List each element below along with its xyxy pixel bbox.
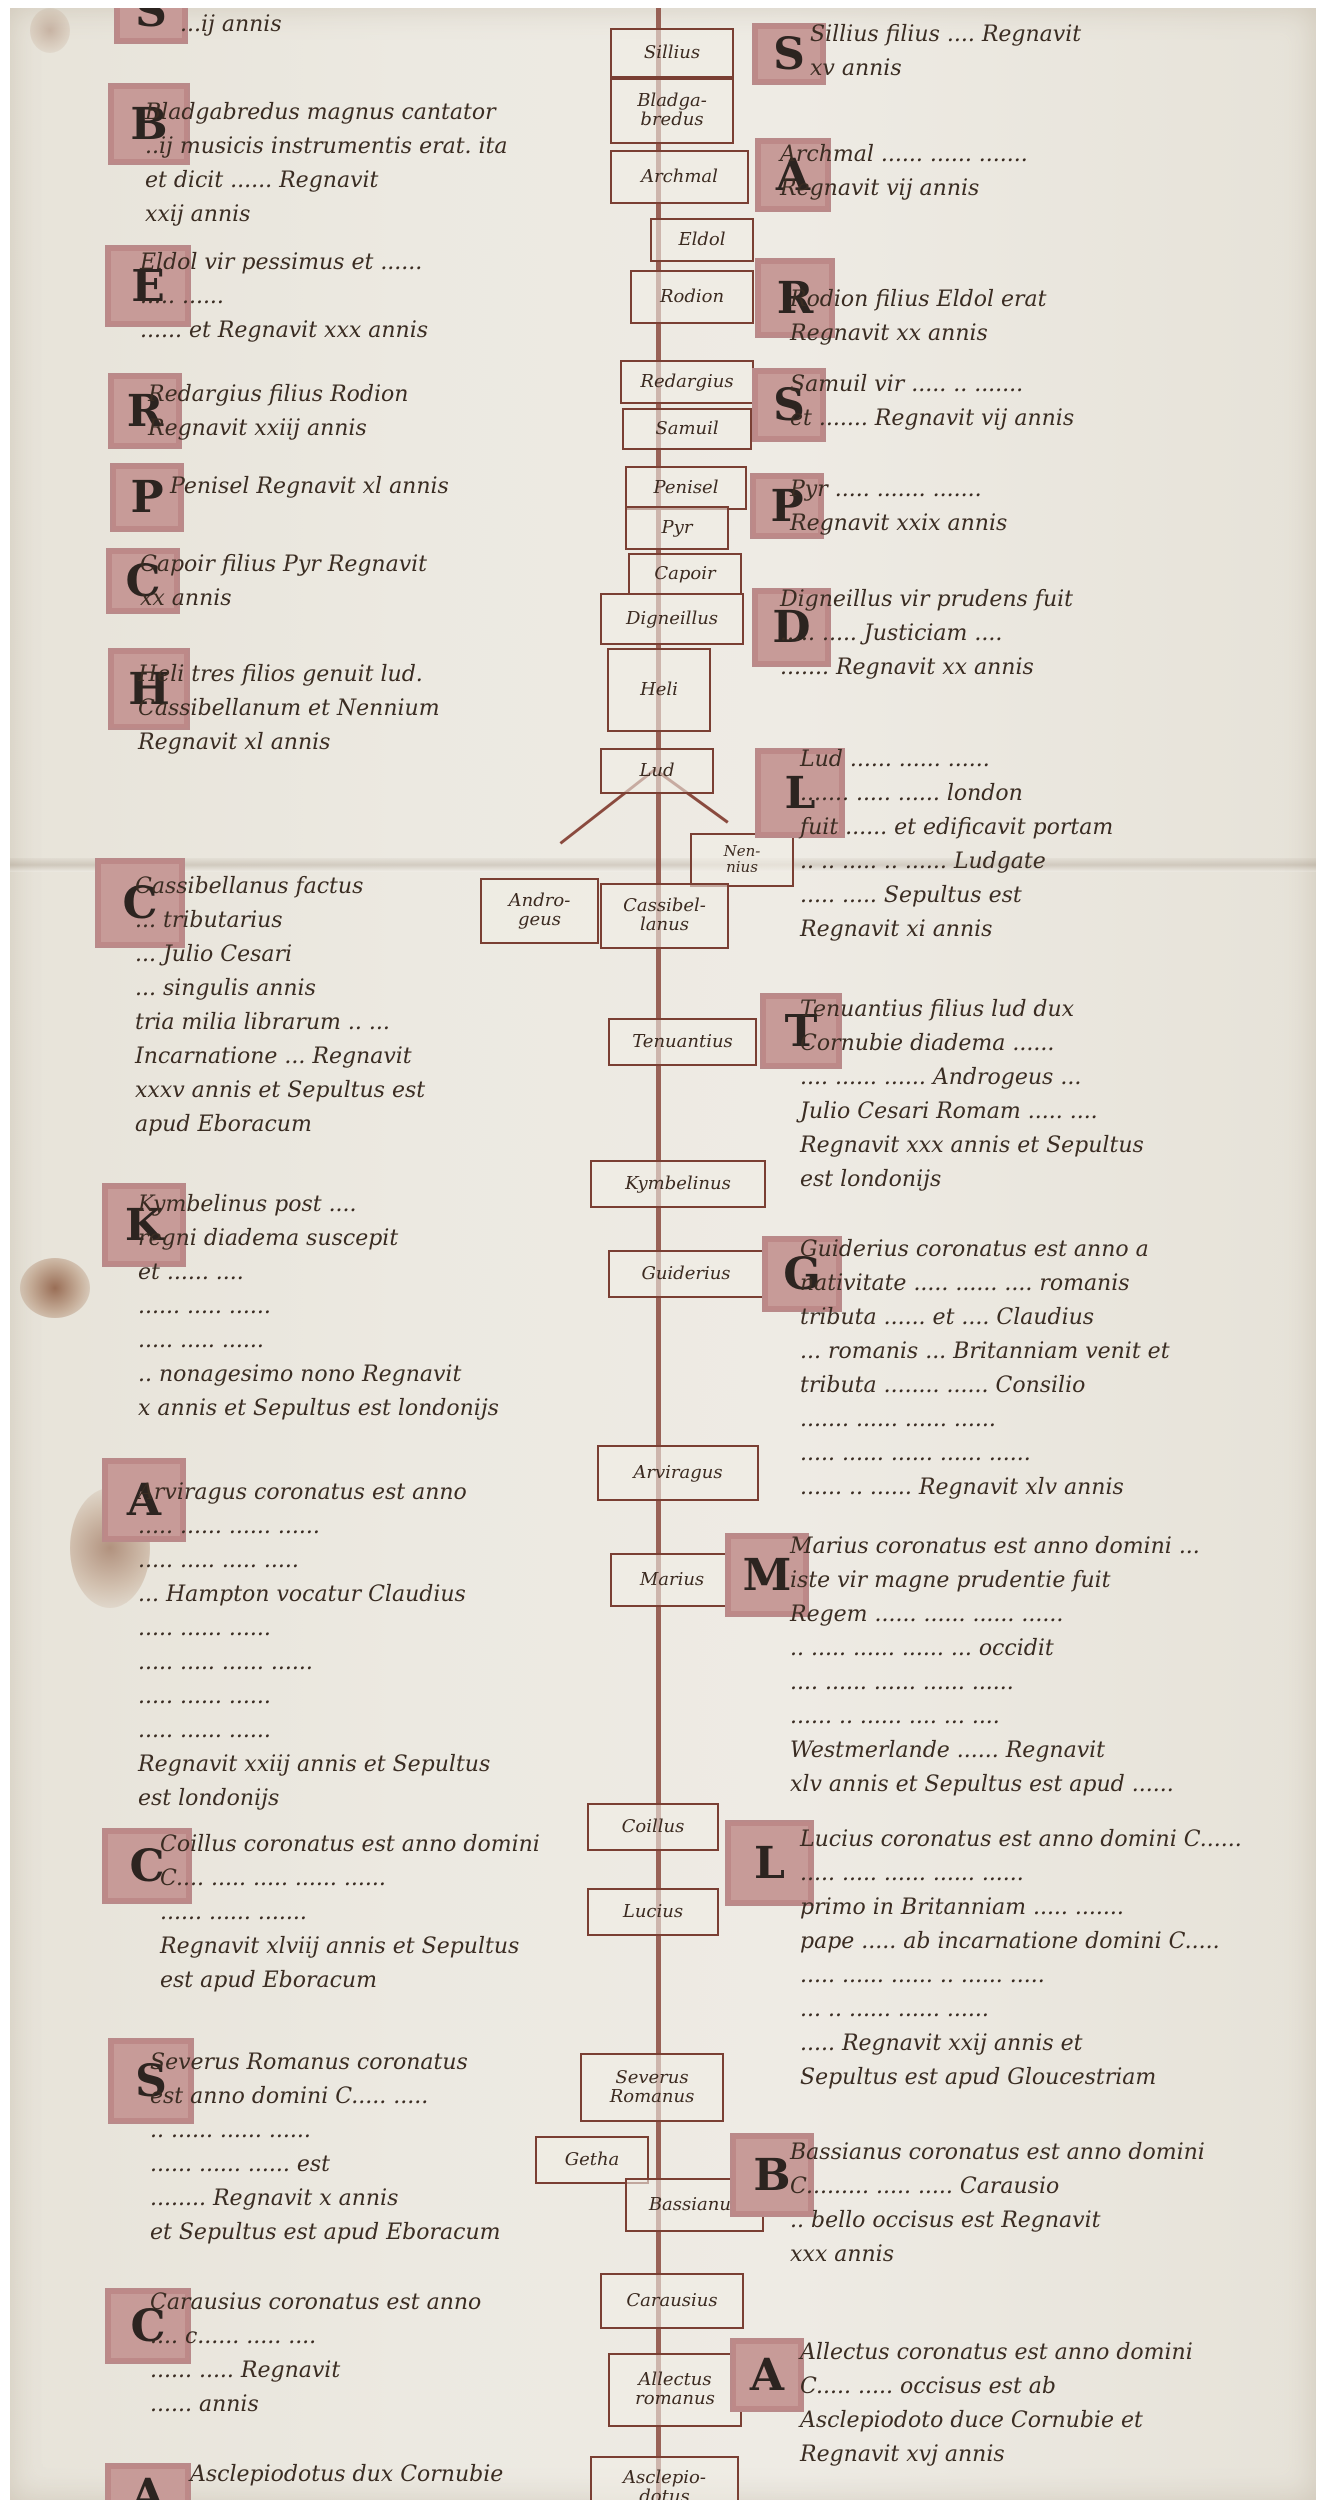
initial-letter: A — [105, 2463, 191, 2500]
chronicle-entry-left: Penisel Regnavit xl annis — [170, 474, 449, 499]
chronicle-entry-left: Redargius filius Rodion Regnavit xxiij a… — [148, 382, 409, 441]
name-box-coillus: Coillus — [587, 1803, 719, 1851]
name-box-archmal: Archmal — [610, 150, 749, 204]
name-box-bladgabredus: Bladga- bredus — [610, 78, 734, 144]
chronicle-entry-right: Tenuantius filius lud dux Cornubie diade… — [800, 997, 1144, 1192]
initial-letter: D — [752, 588, 831, 667]
name-box-cassibellanus: Cassibel- lanus — [600, 883, 729, 949]
chronicle-entry-left: Heli tres filios genuit lud. Cassibellan… — [138, 662, 440, 755]
chronicle-entry-left: Bladgabredus magnus cantator ..ij musici… — [145, 100, 508, 227]
chronicle-entry-right: Marius coronatus est anno domini ... ist… — [790, 1534, 1200, 1797]
initial-letter: T — [760, 993, 842, 1069]
chronicle-entry-left: Asclepiodotus dux Cornubie — [190, 2462, 504, 2487]
name-box-guiderius: Guiderius — [608, 1250, 764, 1298]
initial-letter: C — [95, 858, 185, 948]
name-box-digneillus: Digneillus — [600, 593, 744, 645]
name-box-lucius: Lucius — [587, 1888, 719, 1936]
chronicle-entry-left: Severus Romanus coronatus est anno domin… — [150, 2050, 501, 2245]
name-box-tenuantius: Tenuantius — [608, 1018, 757, 1066]
name-box-penisel: Penisel — [625, 466, 747, 510]
name-box-capoir: Capoir — [628, 553, 742, 595]
name-box-allectus: Allectus romanus — [608, 2353, 742, 2427]
chronicle-entry-left: Capoir filius Pyr Regnavit xx annis — [140, 552, 428, 611]
chronicle-entry-left: Coillus coronatus est anno domini C.... … — [160, 1832, 540, 1993]
initial-letter: L — [755, 748, 845, 838]
name-box-redargius: Redargius — [620, 360, 754, 404]
chronicle-entry-left: Carausius coronatus est anno .... c.....… — [150, 2290, 482, 2417]
initial-letter: C — [102, 1828, 192, 1904]
chronicle-entry-left: Arviragus coronatus est anno ..... .....… — [138, 1480, 491, 1811]
name-box-lud: Lud — [600, 748, 714, 794]
initial-letter: B — [108, 83, 190, 165]
name-box-marius: Marius — [610, 1553, 734, 1607]
chronicle-entry-right: Lud ...... ...... ...... ....... ..... .… — [800, 747, 1114, 942]
name-box-heli: Heli — [607, 648, 711, 732]
stain — [30, 8, 70, 53]
initial-letter: P — [750, 473, 824, 539]
initial-letter: S — [114, 8, 188, 44]
chronicle-entry-left: Eldol vir pessimus et ...... ..... .....… — [140, 250, 429, 343]
name-box-eldol: Eldol — [650, 218, 754, 262]
chronicle-entry-right: Rodion filius Eldol erat Regnavit xx ann… — [790, 287, 1047, 346]
initial-letter: P — [110, 463, 184, 532]
initial-letter: S — [752, 23, 826, 85]
chronicle-entry-right: Pyr ..... ....... ....... Regnavit xxix … — [790, 477, 1008, 536]
initial-letter: S — [752, 368, 826, 442]
initial-letter: K — [102, 1183, 186, 1267]
chronicle-entry-right: Archmal ...... ...... ....... Regnavit v… — [780, 142, 1028, 201]
name-box-pyr: Pyr — [625, 506, 729, 550]
initial-letter: B — [730, 2133, 814, 2217]
chronicle-entry-right: Bassianus coronatus est anno domini C...… — [790, 2140, 1205, 2267]
chronicle-entry-left: ...ij annis — [180, 12, 282, 37]
initial-letter: A — [730, 2338, 804, 2412]
stain — [20, 1258, 90, 1318]
initial-letter: G — [762, 1236, 842, 1312]
chronicle-entry-right: Digneillus vir prudens fuit ..... ..... … — [780, 587, 1073, 680]
initial-letter: C — [106, 548, 180, 614]
manuscript-roll: Sillius Bladga- bredus Archmal Eldol Rod… — [10, 8, 1316, 2500]
name-box-rodion: Rodion — [630, 270, 754, 324]
chronicle-entry-right: Allectus coronatus est anno domini C....… — [800, 2340, 1193, 2467]
name-box-nennius: Nen- nius — [690, 833, 794, 887]
initial-letter: M — [725, 1533, 809, 1617]
chronicle-entry-left: Cassibellanus factus ... tributarius ...… — [135, 874, 426, 1137]
name-box-severus: Severus Romanus — [580, 2053, 724, 2122]
chronicle-entry-right: Guiderius coronatus est anno a nativitat… — [800, 1237, 1170, 1500]
initial-letter: R — [108, 373, 182, 449]
name-box-asclepiodotus: Asclepio- dotus — [590, 2456, 739, 2500]
chronicle-entry-right: Lucius coronatus est anno domini C......… — [800, 1827, 1242, 2090]
initial-letter: A — [102, 1458, 186, 1542]
name-box-carausius: Carausius — [600, 2273, 744, 2329]
name-box-samuil: Samuil — [622, 408, 752, 450]
initial-letter: R — [755, 258, 835, 338]
name-box-getha: Getha — [535, 2136, 649, 2184]
name-box-kymbelinus: Kymbelinus — [590, 1160, 766, 1208]
name-box-arviragus: Arviragus — [597, 1445, 759, 1501]
name-box-androgeus: Andro- geus — [480, 878, 599, 944]
initial-letter: S — [108, 2038, 194, 2124]
initial-letter: E — [105, 245, 191, 327]
initial-letter: L — [725, 1820, 814, 1906]
parchment-fold — [10, 858, 1316, 872]
chronicle-entry-left: Kymbelinus post .... regni diadema susce… — [138, 1192, 499, 1421]
chronicle-entry-right: Sillius filius .... Regnavit xv annis — [810, 22, 1082, 81]
chronicle-entry-right: Samuil vir ..... .. ....... et ....... R… — [790, 372, 1075, 431]
name-box-sillius: Sillius — [610, 28, 734, 78]
initial-letter: A — [755, 138, 831, 212]
initial-letter: H — [108, 648, 190, 730]
initial-letter: C — [105, 2288, 191, 2364]
